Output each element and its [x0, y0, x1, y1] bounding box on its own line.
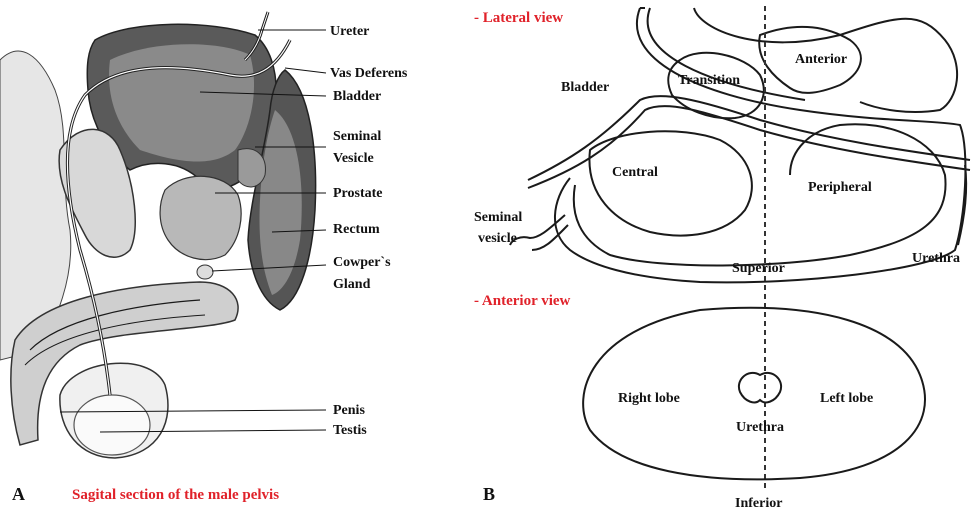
label-bladder-b: Bladder — [561, 80, 609, 95]
label-superior: Superior — [732, 261, 785, 276]
panel-b-letter: B — [483, 484, 495, 504]
label-seminal-b2: vesicle — [478, 231, 517, 246]
label-vas-deferens: Vas Deferens — [330, 66, 408, 81]
label-penis: Penis — [333, 403, 365, 418]
panel-a-illustration — [0, 12, 326, 458]
label-rectum: Rectum — [333, 222, 380, 237]
label-seminal-a2: Vesicle — [333, 151, 374, 166]
label-seminal-a1: Seminal — [333, 129, 381, 144]
label-seminal-b1: Seminal — [474, 210, 522, 225]
panel-a-caption: Sagital section of the male pelvis — [72, 487, 279, 503]
lateral-view-title: - Lateral view — [474, 10, 563, 26]
label-central: Central — [612, 165, 658, 180]
label-inferior: Inferior — [735, 496, 782, 510]
label-right-lobe: Right lobe — [618, 391, 680, 406]
panel-a-letter: A — [12, 484, 25, 504]
lateral-view-diagram — [510, 8, 970, 282]
label-peripheral: Peripheral — [808, 180, 872, 195]
label-testis: Testis — [333, 423, 367, 438]
label-prostate: Prostate — [333, 186, 383, 201]
label-transition: Transition — [678, 73, 740, 88]
label-urethra-lateral: Urethra — [912, 251, 960, 266]
label-left-lobe: Left lobe — [820, 391, 873, 406]
label-cowpers-1: Cowper`s — [333, 255, 391, 270]
label-cowpers-2: Gland — [333, 277, 371, 292]
label-bladder-a: Bladder — [333, 89, 381, 104]
label-urethra-anterior: Urethra — [736, 420, 784, 435]
label-anterior-zone: Anterior — [795, 52, 847, 67]
anterior-view-title: - Anterior view — [474, 293, 571, 309]
label-ureter: Ureter — [330, 24, 369, 39]
